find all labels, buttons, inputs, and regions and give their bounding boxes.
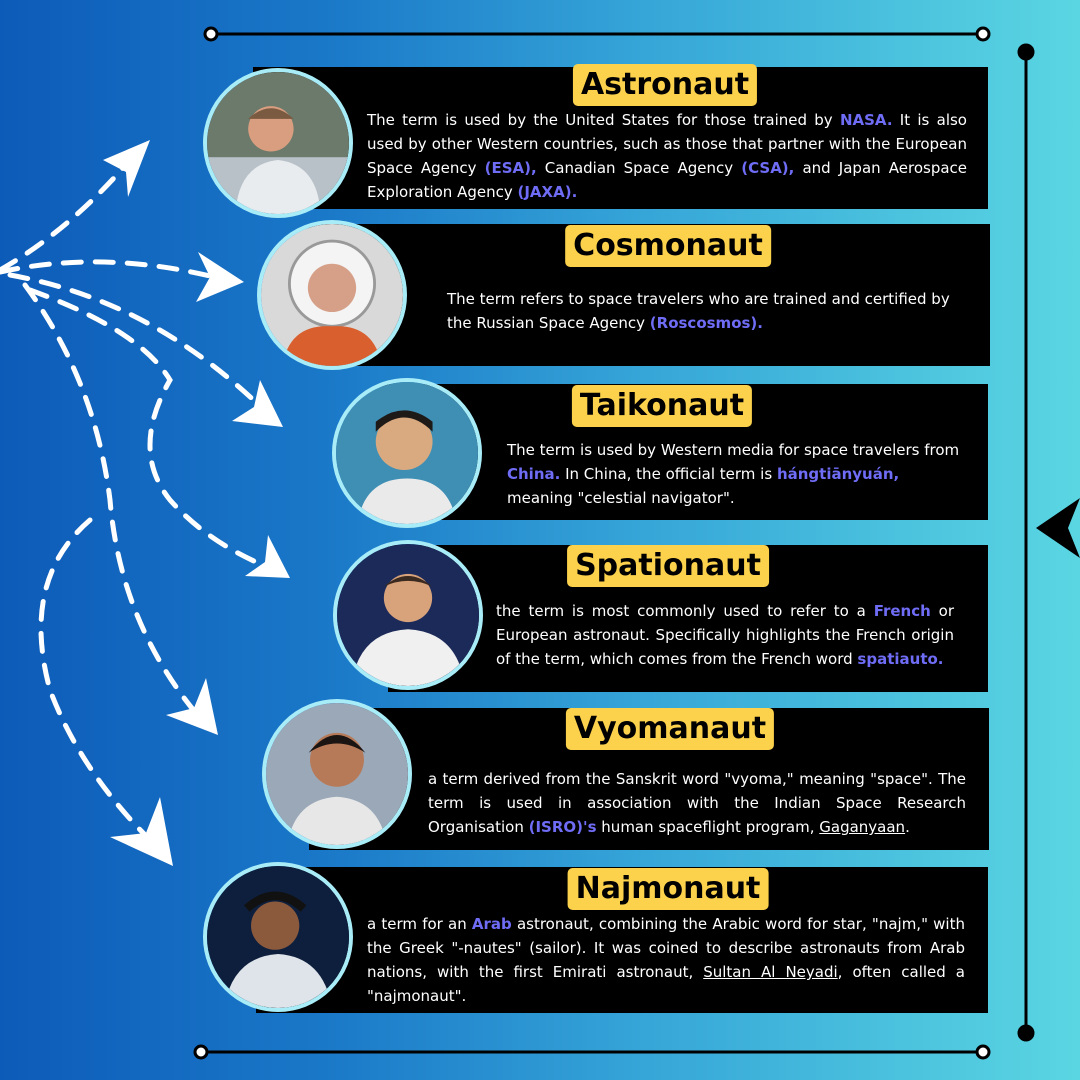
card-title: Astronaut: [572, 64, 758, 106]
najmonaut-portrait: [203, 862, 353, 1012]
spationaut-portrait: [333, 540, 483, 690]
vyomanaut-portrait: [262, 699, 412, 849]
card-title: Najmonaut: [567, 868, 769, 910]
card-title: Vyomanaut: [565, 708, 775, 750]
card-title: Cosmonaut: [565, 225, 771, 267]
cosmonaut-portrait: [257, 220, 407, 370]
dashed-curved-arrows-icon: [0, 157, 278, 843]
arrowhead-icons: [103, 140, 290, 866]
card-title: Spationaut: [567, 545, 769, 587]
frame-line-dots: [193, 26, 1035, 1060]
card-description: The term refers to space travelers who a…: [447, 290, 950, 332]
card-description: a term for an Arab astronaut, combining …: [367, 915, 965, 1005]
card-description: a term derived from the Sanskrit word "v…: [428, 770, 966, 836]
card-description: The term is used by Western media for sp…: [507, 441, 960, 507]
card-description: The term is used by the United States fo…: [367, 111, 968, 201]
left-arrow-icon: [1036, 498, 1080, 558]
taikonaut-portrait: [332, 378, 482, 528]
card-description: the term is most commonly used to refer …: [496, 602, 954, 668]
astronaut-portrait: [203, 68, 353, 218]
card-title: Taikonaut: [571, 385, 753, 427]
